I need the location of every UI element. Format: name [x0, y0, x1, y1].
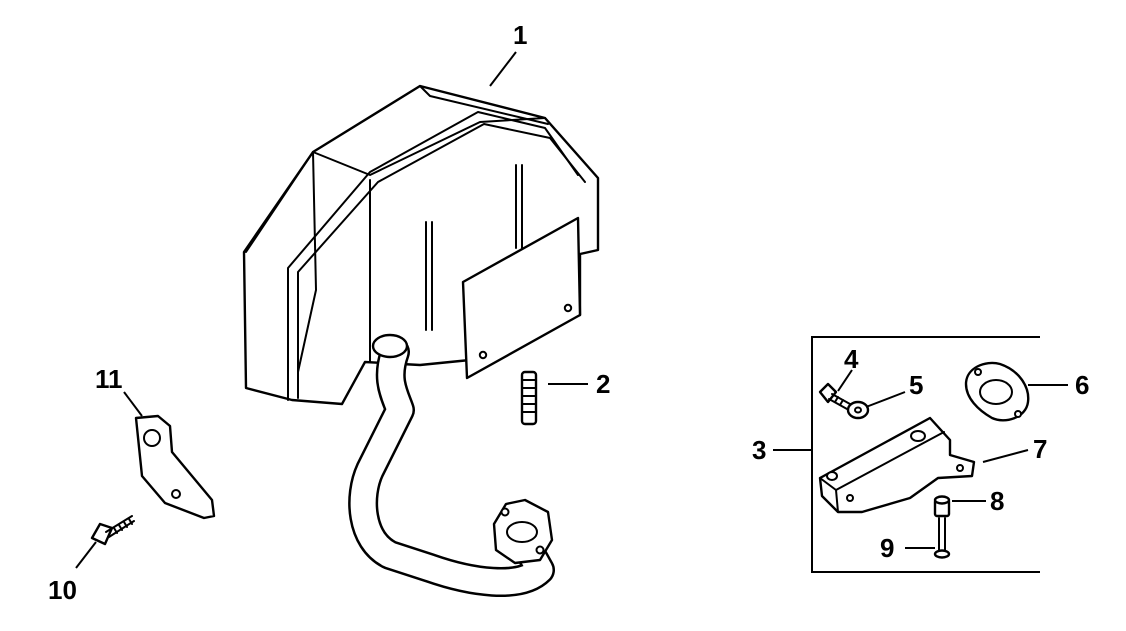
callout-1: 1 — [513, 20, 527, 50]
leader-lines — [75, 51, 1068, 569]
kit-bracket-part — [818, 416, 976, 514]
bracket-kit-frame — [811, 336, 1040, 573]
callout-6: 6 — [1075, 370, 1089, 400]
kit-washer-part — [846, 400, 870, 420]
callout-11: 11 — [95, 364, 123, 394]
callout-7: 7 — [1033, 434, 1047, 464]
screw-part — [90, 515, 135, 546]
kit-gasket-part — [964, 361, 1030, 422]
callout-8: 8 — [990, 486, 1004, 516]
callout-5: 5 — [909, 370, 923, 400]
callout-4: 4 — [844, 344, 859, 374]
stud-part — [520, 370, 538, 426]
callout-10: 10 — [48, 575, 77, 605]
support-bracket-part — [134, 414, 216, 520]
kit-spacer-part — [933, 495, 951, 518]
callout-9: 9 — [880, 533, 894, 563]
callout-2: 2 — [596, 369, 610, 399]
kit-screw-part — [818, 382, 851, 410]
kit-bolt-part — [933, 517, 951, 559]
callout-labels: 1 2 3 4 5 6 7 8 9 10 11 — [48, 20, 1089, 605]
callout-3: 3 — [752, 435, 766, 465]
muffler-part — [242, 84, 600, 598]
